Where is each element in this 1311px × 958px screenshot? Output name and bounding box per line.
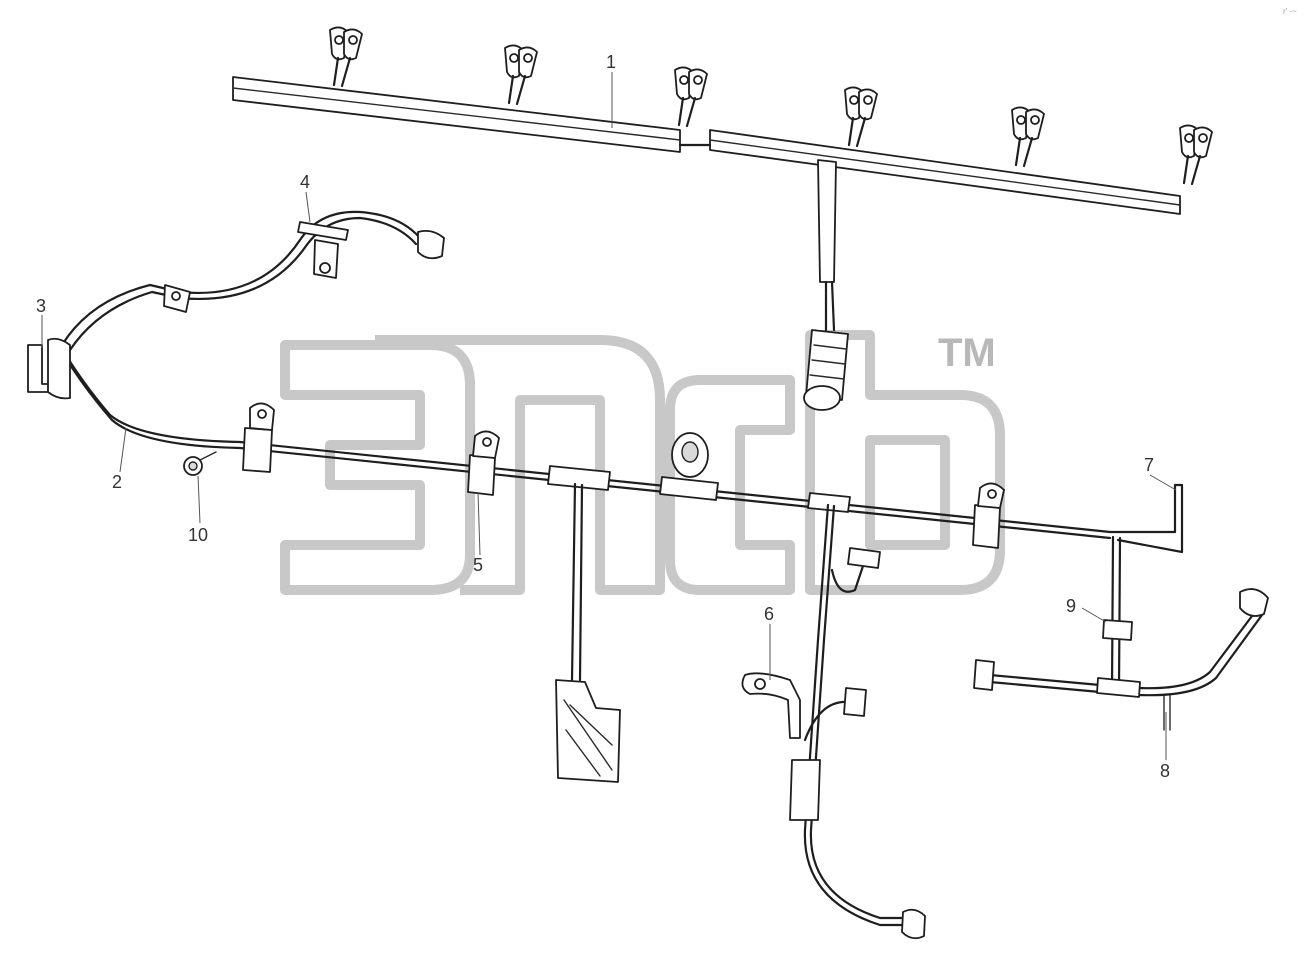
callout-2: 2 bbox=[112, 472, 122, 492]
callout-6: 6 bbox=[764, 604, 774, 624]
corner-mark: r' -~ bbox=[1283, 7, 1297, 16]
harness-7-8-9-right-assembly bbox=[973, 535, 1269, 731]
callout-labels: 1 2 3 4 5 6 7 8 9 10 bbox=[36, 52, 1170, 781]
leader-lines bbox=[41, 72, 1177, 760]
callout-5: 5 bbox=[473, 555, 483, 575]
callout-10: 10 bbox=[188, 525, 208, 545]
callout-8: 8 bbox=[1160, 761, 1170, 781]
callout-1: 1 bbox=[606, 52, 616, 72]
harness-2-main-trunk bbox=[58, 343, 1184, 940]
callout-9: 9 bbox=[1066, 596, 1076, 616]
trunk-clips bbox=[242, 402, 1005, 549]
callout-3: 3 bbox=[36, 296, 46, 316]
bolt-10 bbox=[183, 451, 217, 476]
harness-4-left-branch bbox=[60, 210, 445, 352]
harness-1-injector-rail bbox=[232, 76, 1181, 411]
trademark-label: TM bbox=[938, 331, 996, 375]
callout-4: 4 bbox=[300, 172, 310, 192]
bracket-3 bbox=[27, 337, 71, 400]
callout-7: 7 bbox=[1144, 455, 1154, 475]
bracket-6 bbox=[741, 672, 867, 821]
watermark-logo: TM bbox=[280, 330, 1005, 595]
injector-lugs bbox=[329, 26, 1213, 186]
